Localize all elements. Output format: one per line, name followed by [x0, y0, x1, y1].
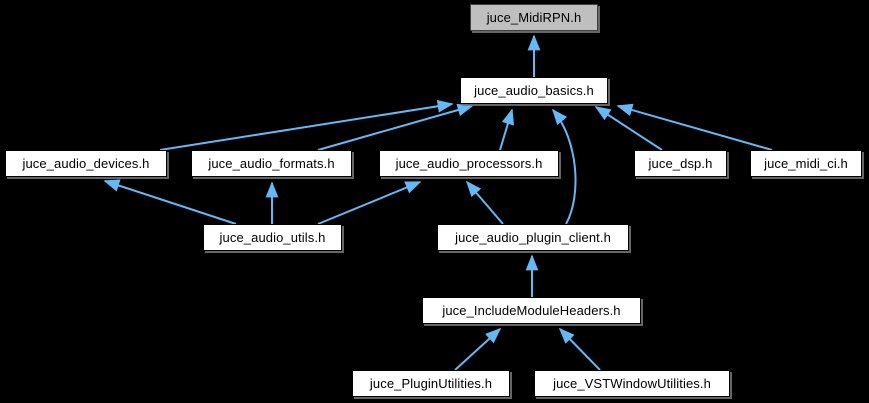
node-include_module_headers[interactable]: juce_IncludeModuleHeaders.h [422, 297, 641, 324]
node-label-plugin_utilities: juce_PluginUtilities.h [369, 376, 493, 391]
node-label-audio_utils: juce_audio_utils.h [219, 230, 326, 245]
node-vst_window_utilities[interactable]: juce_VSTWindowUtilities.h [534, 370, 730, 397]
dependency-edge-audio_devices-to-audio_basics [159, 99, 454, 151]
node-label-audio_basics: juce_audio_basics.h [474, 83, 594, 98]
node-plugin_utilities[interactable]: juce_PluginUtilities.h [352, 370, 510, 397]
node-label-audio_plugin_client: juce_audio_plugin_client.h [455, 230, 611, 245]
dependency-edge-audio_plugin_client-to-audio_processors [465, 180, 504, 225]
dependency-edge-audio_utils-to-audio_processors [317, 181, 422, 225]
dependency-edge-vst_window_utilities-to-include_module_headers [558, 327, 601, 371]
dependency-edge-audio_plugin_client-to-audio_basics [551, 108, 577, 225]
dependency-edge-plugin_utilities-to-include_module_headers [454, 327, 502, 371]
dependency-edge-audio_processors-to-audio_basics [499, 108, 514, 151]
node-label-vst_window_utilities: juce_VSTWindowUtilities.h [553, 376, 711, 391]
node-label-audio_devices: juce_audio_devices.h [22, 156, 150, 171]
node-dsp[interactable]: juce_dsp.h [634, 150, 727, 177]
node-audio_basics[interactable]: juce_audio_basics.h [460, 77, 608, 104]
node-label-midi_ci: juce_midi_ci.h [764, 156, 848, 171]
node-label-include_module_headers: juce_IncludeModuleHeaders.h [442, 303, 621, 318]
dependency-edge-midi_ci-to-audio_basics [616, 103, 773, 151]
node-audio_utils[interactable]: juce_audio_utils.h [203, 224, 342, 251]
node-label-dsp: juce_dsp.h [648, 156, 713, 171]
node-label-audio_processors: juce_audio_processors.h [395, 156, 543, 171]
node-audio_devices[interactable]: juce_audio_devices.h [5, 150, 167, 177]
dependency-edge-audio_formats-to-audio_basics [317, 103, 474, 151]
dependency-edge-audio_utils-to-audio_devices [103, 179, 237, 225]
node-audio_formats[interactable]: juce_audio_formats.h [191, 150, 352, 177]
node-audio_plugin_client[interactable]: juce_audio_plugin_client.h [437, 224, 629, 251]
dependency-edge-dsp-to-audio_basics [594, 106, 663, 151]
node-audio_processors[interactable]: juce_audio_processors.h [379, 150, 559, 177]
node-midi_rpn[interactable]: juce_MidiRPN.h [470, 4, 598, 31]
node-label-midi_rpn: juce_MidiRPN.h [486, 10, 582, 25]
edge-group [103, 34, 773, 371]
node-midi_ci[interactable]: juce_midi_ci.h [750, 150, 862, 177]
node-label-audio_formats: juce_audio_formats.h [208, 156, 335, 171]
